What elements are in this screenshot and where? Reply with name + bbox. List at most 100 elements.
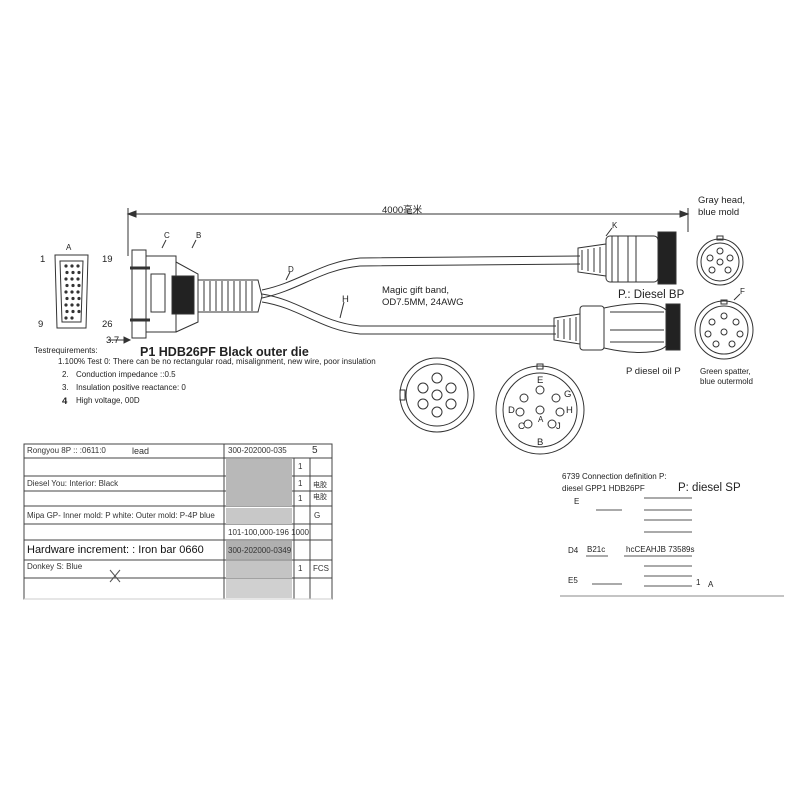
cable-main — [261, 255, 581, 291]
bom-row-desc: Donkey S: Blue — [27, 562, 83, 571]
d-sub-pin — [71, 283, 75, 288]
bom-row-lead: lead — [132, 446, 150, 456]
pin-letter-e: E — [537, 375, 544, 386]
gray-head-label-1: Gray head, — [698, 195, 745, 206]
d-sub-pin — [70, 264, 74, 268]
diesel-oil-label: P diesel oil P — [626, 366, 681, 377]
d-sub-pin — [64, 290, 68, 294]
d-sub-pin — [70, 277, 74, 281]
bom-cross-mark — [109, 569, 121, 583]
d-sub-pin — [71, 309, 75, 314]
pin-label-19: 19 — [102, 254, 113, 265]
d-sub-pin — [76, 303, 80, 307]
connection-title-1: 6739 Connection definition P: — [562, 472, 667, 481]
pin-letter-g: G — [564, 389, 572, 400]
pin-letter-j: J — [556, 421, 561, 432]
bom-row-desc: Diesel You: Interior: Black — [27, 479, 119, 488]
requirement-3: Insulation positive reactance: 0 — [76, 383, 186, 392]
d-sub-pin — [64, 303, 68, 307]
d-sub-pin — [77, 296, 81, 301]
bom-row-desc: Rongyou 8P :: :0611:0 — [27, 446, 106, 455]
deutsch-connector-bottom — [553, 303, 681, 353]
d-sub-pin — [70, 316, 74, 320]
d-sub-pin — [77, 309, 81, 314]
d-sub-pin — [64, 277, 68, 281]
magic-band-label-1: Magic gift band, — [382, 285, 450, 296]
pin-letter-h: H — [566, 405, 573, 416]
bom-row-qty: 5 — [312, 445, 318, 456]
d-sub-pin — [65, 309, 69, 314]
connection-row-e: E — [574, 497, 580, 506]
bom-row-qty: 1 — [298, 462, 303, 471]
bom-row-note: 电胶 — [313, 482, 327, 489]
d-sub-pin — [70, 290, 74, 294]
label-d: D — [288, 265, 294, 274]
green-spatter-label-2: blue outermold — [700, 377, 753, 386]
label-k: K — [612, 221, 618, 230]
round-face-9pin-large — [495, 363, 585, 455]
bom-row-qty: 1 — [298, 479, 303, 488]
bom-row-qty: 1 — [298, 564, 303, 573]
round-face-6pin-large — [399, 357, 475, 433]
d-sub-pin — [65, 283, 69, 288]
label-b: B — [196, 231, 202, 240]
round-face-9pin-small — [694, 299, 754, 360]
label-h: H — [342, 294, 349, 305]
requirement-2: Conduction impedance ::0.5 — [76, 370, 176, 379]
bom-table-grid — [23, 443, 333, 600]
pin-letter-a: A — [538, 415, 544, 424]
bom-row-qty: 1 — [298, 494, 303, 503]
d-sub-pin — [76, 277, 80, 281]
requirement-1: 1.100% Test 0: There can be no rectangul… — [58, 357, 376, 366]
deutsch-connector-top — [577, 231, 677, 285]
pin-letter-b: B — [537, 437, 544, 448]
bom-row-desc: Mipa GP- Inner mold: P white: Outer mold… — [27, 511, 215, 520]
d-sub-pin — [65, 296, 69, 301]
d-sub-pin — [71, 296, 75, 301]
pin-label-9: 9 — [38, 319, 44, 330]
pin-letter-c: C — [518, 421, 525, 432]
connection-e5-value-1: 1 — [696, 578, 701, 587]
requirement-4: High voltage, 00D — [76, 396, 140, 405]
requirement-marker-4: 4 — [62, 396, 68, 407]
pin-label-1: 1 — [40, 254, 46, 265]
d-sub-pin — [65, 270, 69, 275]
bom-row-note: 电胶 — [313, 494, 327, 501]
length-label: 4000毫米 — [382, 205, 423, 216]
connection-row-e5: E5 — [568, 576, 578, 585]
bom-row-note: FCS — [313, 564, 329, 573]
connection-definition-lines — [586, 497, 692, 587]
connection-d4-value-2: hcCEAHJB 73589s — [626, 545, 695, 554]
d-sub-pin — [77, 283, 81, 288]
pin-letter-d: D — [508, 405, 515, 416]
connection-row-d4: D4 — [568, 546, 579, 555]
pin-label-a: A — [66, 243, 72, 252]
gray-head-label-2: blue mold — [698, 207, 740, 218]
d-sub-pin — [70, 303, 74, 307]
requirement-marker-3: 3. — [62, 383, 69, 392]
diesel-bp-label: P.: Diesel BP — [618, 289, 685, 301]
d-sub-pin — [64, 316, 68, 320]
d-sub-pin — [71, 270, 75, 275]
label-c: C — [164, 231, 170, 240]
bom-shaded-cells — [226, 459, 292, 598]
round-face-6pin-small — [696, 235, 744, 286]
requirement-marker-2: 2. — [62, 370, 69, 379]
d-sub-pin — [77, 270, 81, 275]
connection-e5-value-2: A — [708, 580, 714, 589]
label-f: F — [740, 287, 745, 296]
magic-band-label-2: OD7.5MM, 24AWG — [382, 297, 464, 308]
requirements-heading: Testrequirements: — [34, 346, 98, 355]
d-connector-title: P1 HDB26PF Black outer die — [140, 345, 309, 359]
connection-title-right: P: diesel SP — [678, 482, 741, 494]
bom-row-part: 300-202000-035 — [228, 446, 287, 455]
bom-row-part: 300-202000-0349 — [228, 546, 292, 555]
bom-row-part: 101-100,000-196 1000 — [228, 528, 309, 537]
d-sub-pin — [64, 264, 68, 268]
green-spatter-label-1: Green spatter, — [700, 367, 751, 376]
pin-label-26: 26 — [102, 319, 113, 330]
bom-row-desc: Hardware increment: : Iron bar 0660 — [27, 544, 204, 556]
dim-value: 3.7 — [106, 335, 120, 346]
